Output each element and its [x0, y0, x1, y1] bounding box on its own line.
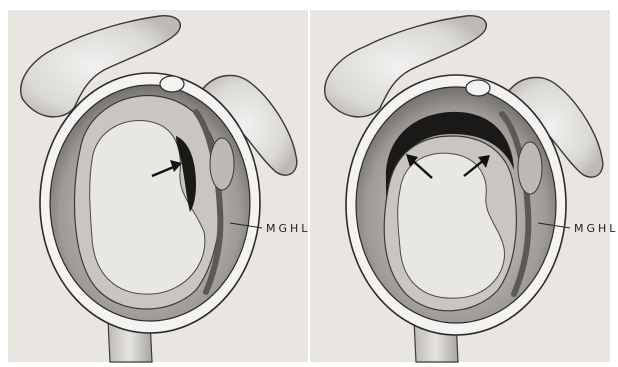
right-mghl-label: MGHL — [574, 222, 618, 235]
right-shoulder — [325, 16, 603, 362]
left-subscapularis — [210, 138, 234, 190]
left-mghl-label: MGHL — [266, 222, 310, 235]
left-shoulder — [21, 16, 297, 362]
right-subscapularis — [518, 142, 542, 194]
left-biceps-anchor — [160, 76, 184, 92]
right-biceps-anchor — [466, 80, 490, 96]
